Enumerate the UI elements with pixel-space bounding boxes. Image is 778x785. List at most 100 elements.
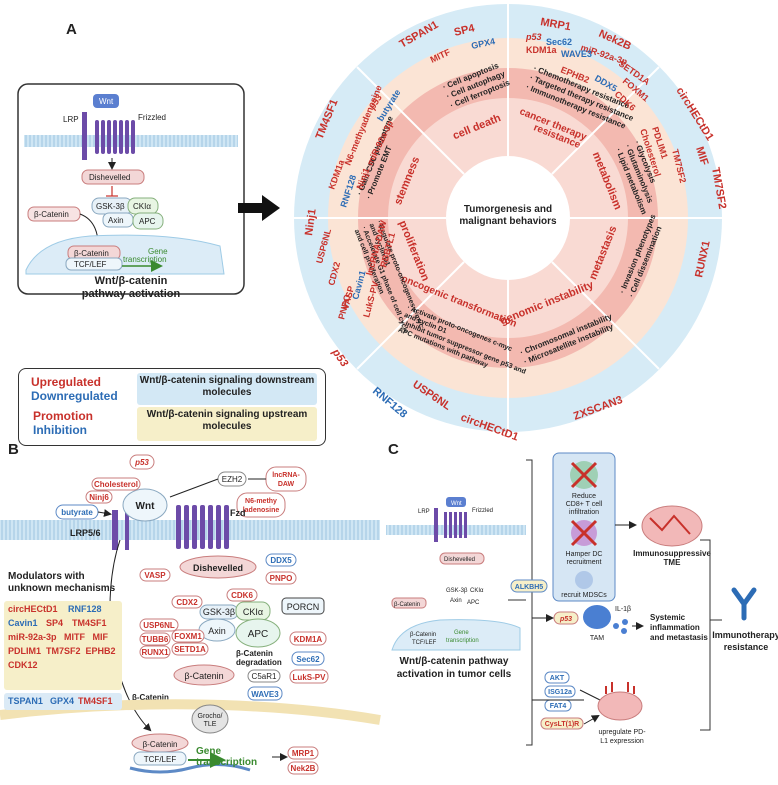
c-bcat: β-Catenin: [394, 602, 420, 608]
b-lrp-receptor: [112, 510, 118, 550]
mod-tm4sf1: TM4SF1: [72, 618, 107, 628]
c-pd-2: L1 expression: [600, 738, 644, 745]
frizzled-receptor: [95, 120, 135, 154]
legend: Upregulated Downregulated Promotion Inhi…: [18, 368, 326, 446]
apc-node: [132, 212, 164, 230]
mod-rnf128: RNF128: [68, 604, 102, 614]
b-wave3: WAVE3: [251, 690, 279, 699]
legend-upstream: Wnt/β-catenin signaling upstream molecul…: [137, 407, 317, 441]
c-lrp: LRP: [418, 509, 430, 515]
c-sys-1: Systemic: [650, 613, 686, 622]
bcat-free-label: β-Catenin: [34, 210, 69, 219]
b-foxm1: FOXM1: [174, 632, 202, 641]
c-il1b: IL-1β: [615, 606, 631, 613]
modulators-box: circHECtD1 RNF128 Cavin1 SP4 TM4SF1 miR-…: [4, 601, 122, 690]
mod-sp4: SP4: [46, 618, 64, 628]
b-bcat-2: β-Catenin: [143, 740, 178, 749]
legend-downregulated: Downregulated: [31, 389, 118, 403]
c-reduce-1: Reduce: [572, 493, 596, 500]
b-ck: CKIα: [243, 607, 263, 617]
mol-therapy-wave3: WAVE3: [561, 49, 592, 59]
mol-therapy-sec62: Sec62: [546, 37, 572, 47]
mol-gpx4: GPX4: [470, 36, 496, 51]
mod-title-1: Modulators with: [8, 571, 85, 582]
c-gsk: GSK-3β: [446, 588, 468, 594]
c-alkbh5: ALKBH5: [515, 584, 543, 591]
b-c5ar1: C5aR1: [252, 672, 277, 681]
axin-label: Axin: [108, 216, 124, 225]
pathway-title-2: pathway activation: [82, 288, 181, 300]
dishevelled-node: [81, 169, 145, 185]
c-hamper-2: recruitment: [566, 559, 601, 566]
c-wnt: Wnt: [451, 501, 462, 507]
legend-upregulated: Upregulated: [31, 375, 102, 389]
wnt-label: Wnt: [99, 97, 114, 106]
b-fzd-label: Fzd: [230, 508, 246, 518]
b-gene-1: Gene: [196, 746, 221, 757]
mod-cavin1: Cavin1: [8, 618, 38, 628]
mod-title-2: unknown mechanisms: [8, 583, 116, 594]
mol-therapy-kdm1a: KDM1a: [526, 45, 558, 55]
b-dishevelled-label: Dishevelled: [193, 563, 243, 573]
mod-row5: CDK12: [8, 660, 38, 670]
b-vasp: VASP: [144, 571, 166, 580]
b-membrane: [0, 520, 380, 540]
b-ninj6: Ninj6: [89, 493, 109, 502]
lrp-label: LRP: [63, 115, 79, 124]
wheel-center-title-2: malignant behaviors: [459, 216, 557, 227]
c-bcat-2: β-Catenin: [410, 632, 436, 638]
outer-mrp1: MRP1: [539, 16, 571, 33]
c-res-2: resistance: [724, 642, 769, 652]
b-wnt-node: [122, 488, 168, 522]
b-grocho-1: Grocho/: [198, 713, 223, 720]
legend-inhibition: Inhibition: [33, 423, 87, 437]
c-isg: ISG12a: [548, 689, 572, 696]
b-dna: [129, 763, 251, 774]
b-lncrna-2: DAW: [278, 481, 295, 488]
b-usp6nl: USP6NL: [143, 621, 175, 630]
b-p53: p53: [134, 458, 149, 467]
b-bdeg-1: β-Catenin: [236, 649, 273, 658]
b-nek2b: Nek2B: [291, 764, 316, 773]
bcat-nuclear-label: β-Catenin: [74, 249, 109, 258]
b-butyrate: butyrate: [61, 508, 93, 517]
c-res-1: Immunotherapy: [712, 630, 778, 640]
c-pdl1-cell: [597, 691, 643, 721]
apc-label: APC: [139, 217, 156, 226]
b-cdx2: CDX2: [176, 598, 198, 607]
outer-ninj1: Ninj1: [303, 208, 319, 236]
b-fzd-receptor: [176, 505, 229, 549]
b-lncrna-1: lncRNA-: [272, 472, 300, 479]
outer-sp4: SP4: [453, 22, 477, 39]
b-runx1: RUNX1: [141, 648, 169, 657]
b-bcat: β-Catenin: [184, 671, 223, 681]
c-gene-2: transcription: [446, 638, 479, 644]
mod-circ: circHECtD1: [8, 604, 58, 614]
b-sec62: Sec62: [296, 655, 320, 664]
c-apc: APC: [467, 600, 480, 606]
b-n6-1: N6-methy: [245, 498, 277, 505]
mod-row4: PDLIM1 TM7SF2 EPHB2: [8, 646, 116, 656]
ck-label: CKIα: [133, 202, 151, 211]
b-tubb6: TUBB6: [142, 635, 169, 644]
c-caption-1: Wnt/β-catenin pathway: [400, 656, 509, 667]
b-btrans-1: β-Catenin: [132, 693, 169, 702]
c-gene-1: Gene: [454, 630, 469, 636]
panel-b-label: B: [8, 441, 19, 458]
c-tam: TAM: [590, 635, 604, 642]
mod-tspan1: TSPAN1: [8, 696, 43, 706]
wheel-center-title-1: Tumorgenesis and: [464, 204, 552, 215]
c-sys-3: and metastasis: [650, 633, 708, 642]
c-frizzled: Frizzled: [472, 508, 493, 514]
gene-label: Gene: [148, 247, 168, 256]
b-gsk: GSK-3β: [203, 607, 235, 617]
c-axin: Axin: [450, 598, 462, 604]
mod-row3: miR-92a-3p MITF MIF: [8, 632, 109, 642]
modulators-blue-box: TSPAN1 GPX4 TM4SF1: [4, 693, 122, 710]
c-akt: AKT: [550, 675, 565, 682]
frizzled-label: Frizzled: [138, 113, 166, 122]
b-n6-2: ladenosine: [243, 507, 280, 514]
b-kdm1a: KDM1A: [294, 635, 323, 644]
b-dishevelled: [179, 555, 257, 579]
